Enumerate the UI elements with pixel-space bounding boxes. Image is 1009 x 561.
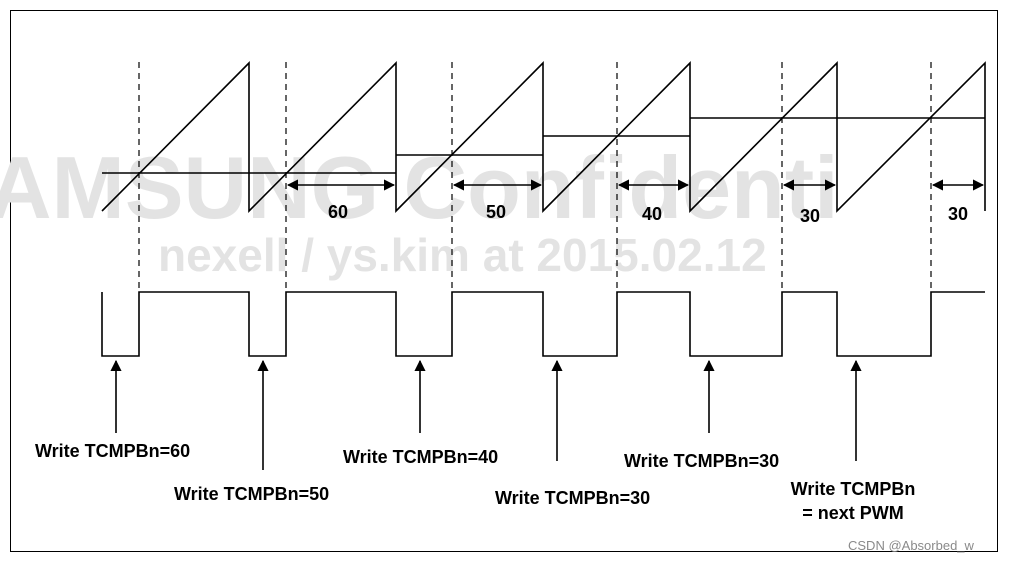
write-label-50: Write TCMPBn=50 [174, 484, 329, 504]
compare-levels [102, 117, 985, 174]
interval-label-50: 50 [486, 202, 506, 222]
write-label-40: Write TCMPBn=40 [343, 447, 498, 467]
write-label-next-line2: = next PWM [802, 503, 904, 523]
pwm-output-waveform [101, 291, 985, 357]
write-label-60: Write TCMPBn=60 [35, 441, 190, 461]
write-label-next-line1: Write TCMPBn [791, 479, 916, 499]
interval-label-30a: 30 [800, 206, 820, 226]
watermark-line2: nexell / ys.kim at 2015.02.12 [158, 229, 767, 281]
diagram-frame [10, 10, 998, 552]
interval-label-60: 60 [328, 202, 348, 222]
write-label-30b: Write TCMPBn=30 [624, 451, 779, 471]
counter-sawtooth [101, 61, 986, 213]
dashed-markers [138, 62, 932, 290]
interval-label-40: 40 [642, 204, 662, 224]
credit-text: CSDN @Absorbed_w [848, 538, 975, 553]
interval-label-30b: 30 [948, 204, 968, 224]
write-label-30a: Write TCMPBn=30 [495, 488, 650, 508]
